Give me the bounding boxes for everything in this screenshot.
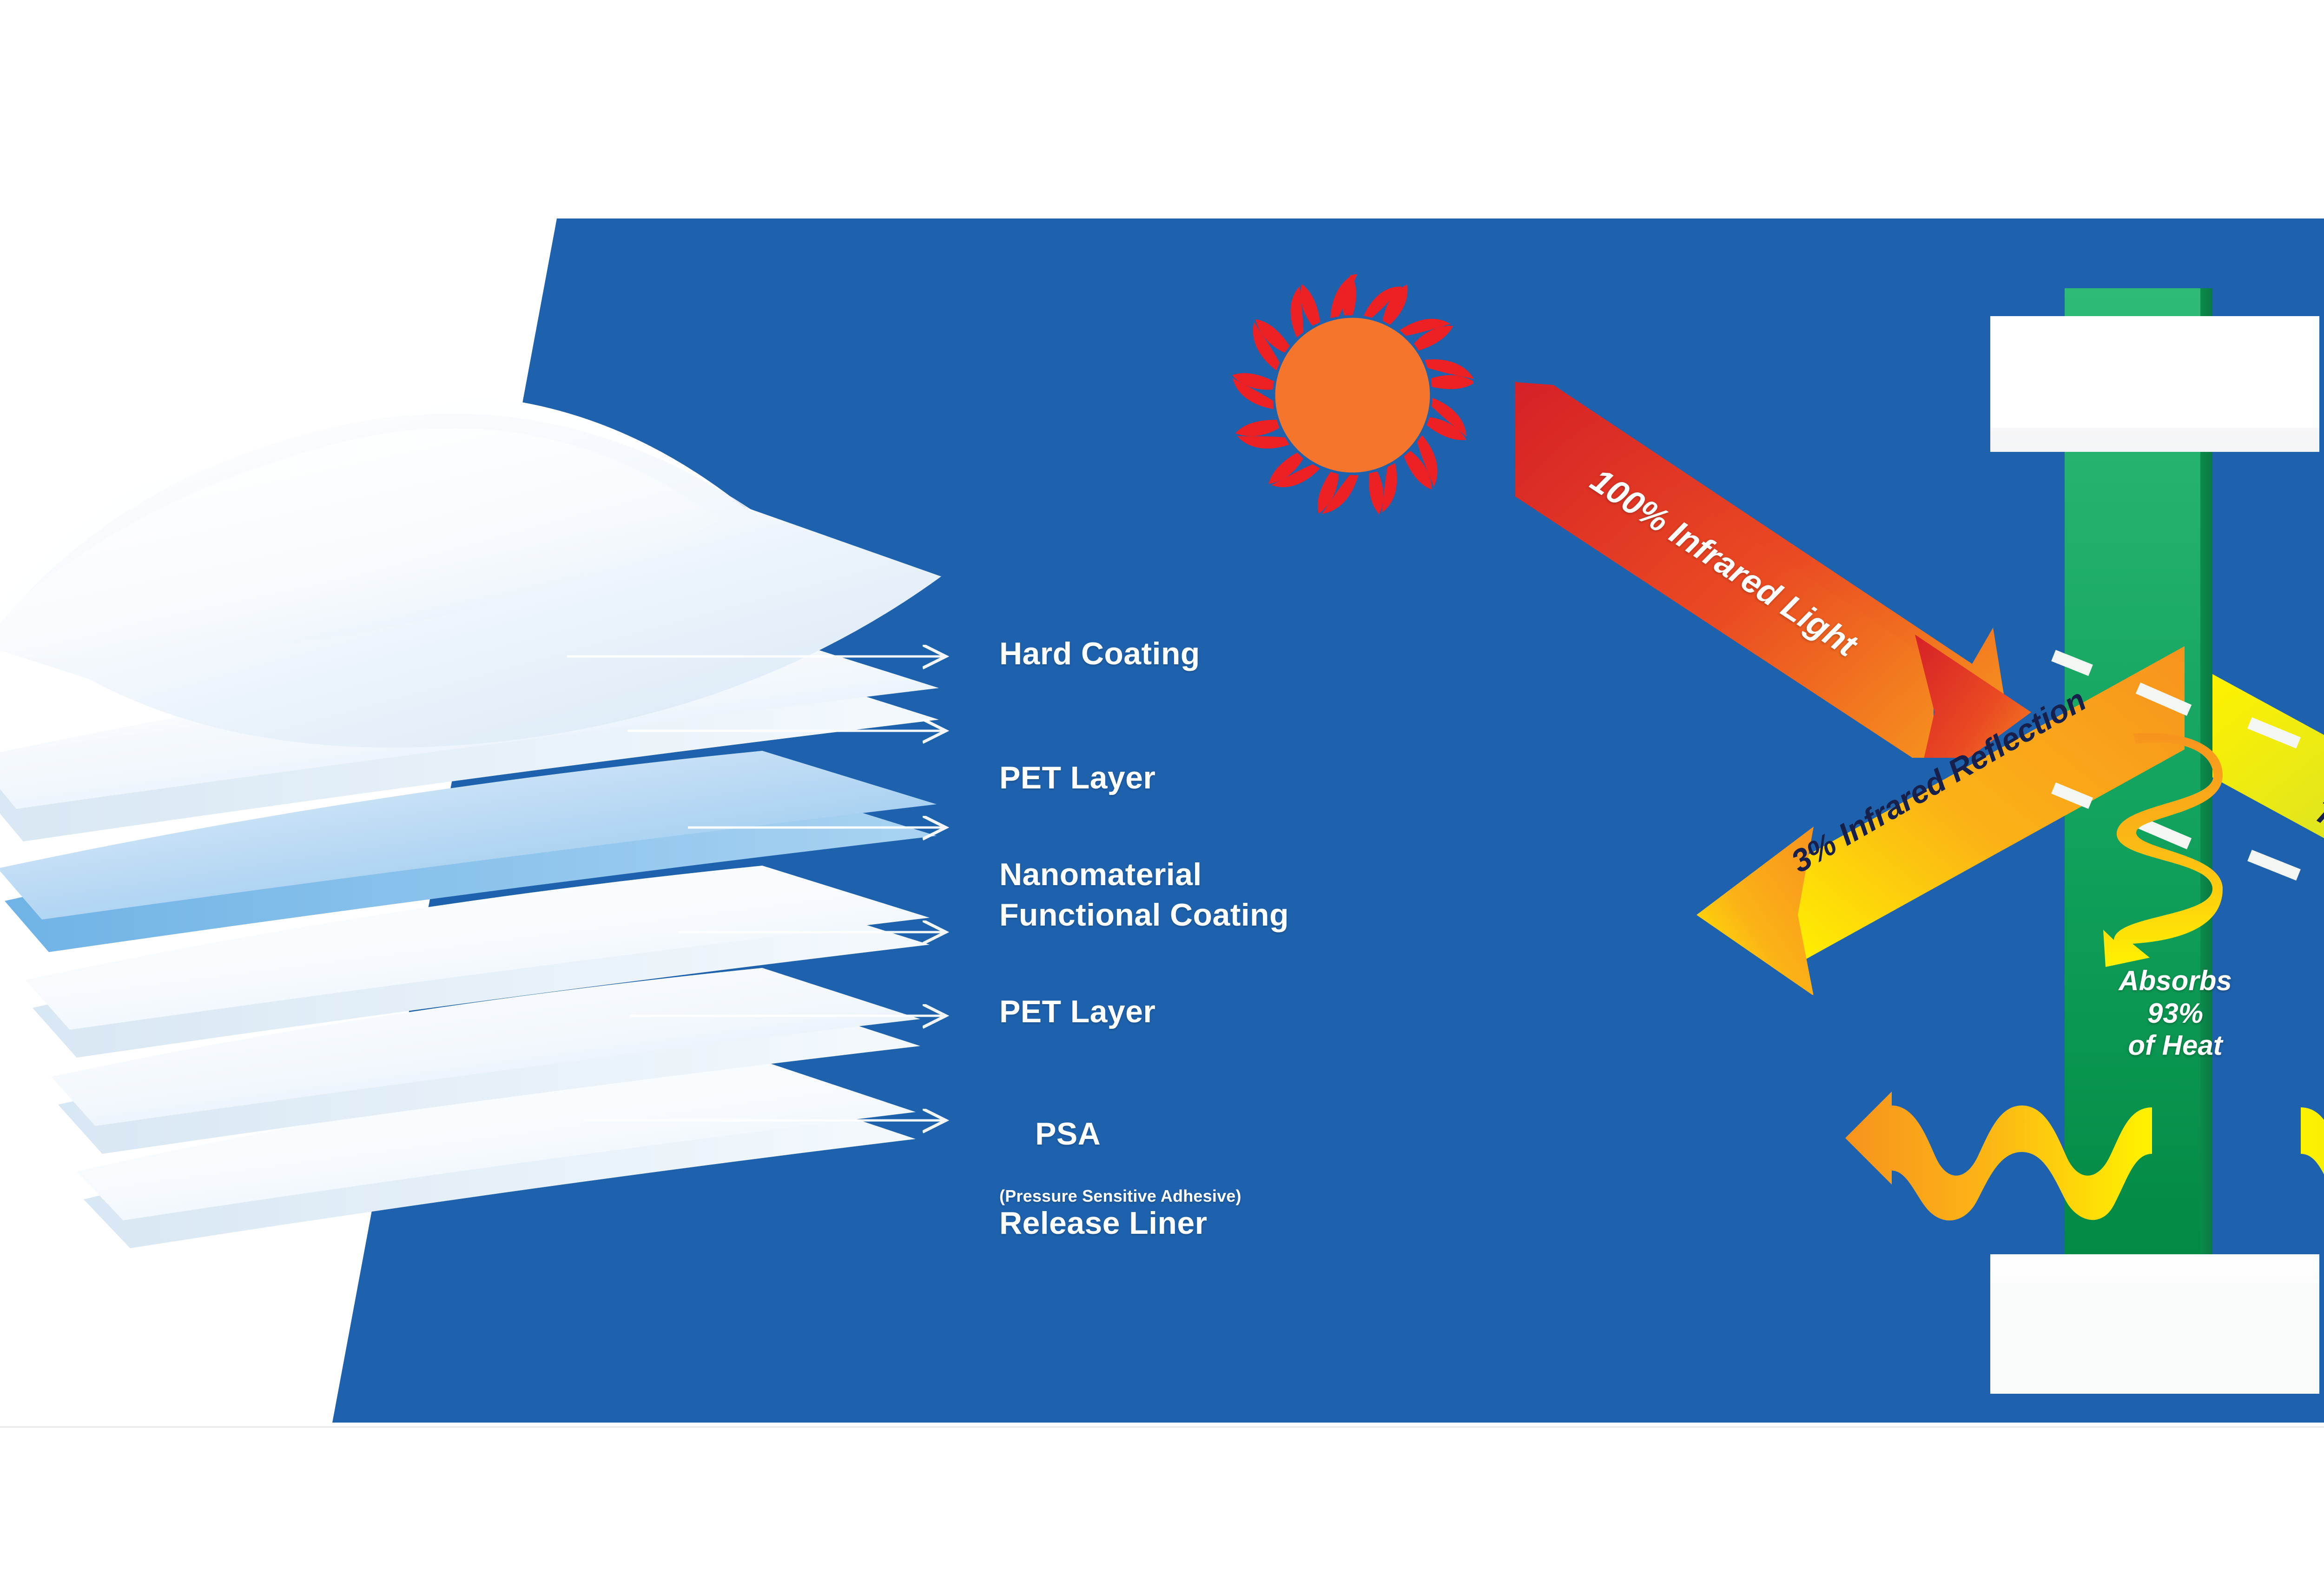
label-leader-lines	[567, 595, 1046, 1292]
film-layer-psa	[51, 968, 920, 1154]
sun-rays-icon	[1232, 274, 1473, 515]
window-frame-top	[1990, 316, 2319, 452]
film-layer-pet-bottom	[26, 866, 930, 1058]
window-assembly	[1990, 288, 2319, 1394]
glass-dashed-marks	[2051, 649, 2301, 881]
sun-icon	[1232, 274, 1473, 515]
layer-label-hard-coating: Hard Coating	[999, 636, 1200, 671]
layer-label-psa-main: PSA	[1035, 1116, 1101, 1152]
heat-wave-right	[2301, 1107, 2324, 1175]
layer-label-pet-top: PET Layer	[999, 760, 1156, 795]
layer-label-psa: PSA (Pressure Sensitive Adhesive)	[999, 1083, 1241, 1274]
heat-wave-absorbed	[2103, 733, 2223, 967]
page-bottom-divider	[0, 1426, 2324, 1428]
layer-label-pet-bottom: PET Layer	[999, 994, 1156, 1029]
heat-wave-left	[1845, 1092, 2152, 1221]
window-film-layer-stack	[0, 395, 941, 1248]
window-frame-bottom	[1990, 1254, 2319, 1394]
sun-core	[1275, 318, 1430, 473]
layer-label-psa-sub: (Pressure Sensitive Adhesive)	[999, 1186, 1241, 1206]
layer-label-release-liner: Release Liner	[999, 1205, 1208, 1241]
film-layer-hard-coating	[0, 395, 941, 748]
layer-label-nanomaterial: Nanomaterial Functional Coating	[999, 857, 1289, 933]
film-layer-nanomaterial	[0, 751, 937, 952]
film-layer-release-liner	[77, 1061, 916, 1248]
transmission-heat-arrow	[2212, 674, 2324, 838]
infrared-reflection-arrow	[1697, 646, 2185, 995]
incident-infrared-arrow	[1515, 381, 2031, 758]
caption-absorbed-heat: Absorbs 93% of Heat	[2119, 965, 2232, 1061]
